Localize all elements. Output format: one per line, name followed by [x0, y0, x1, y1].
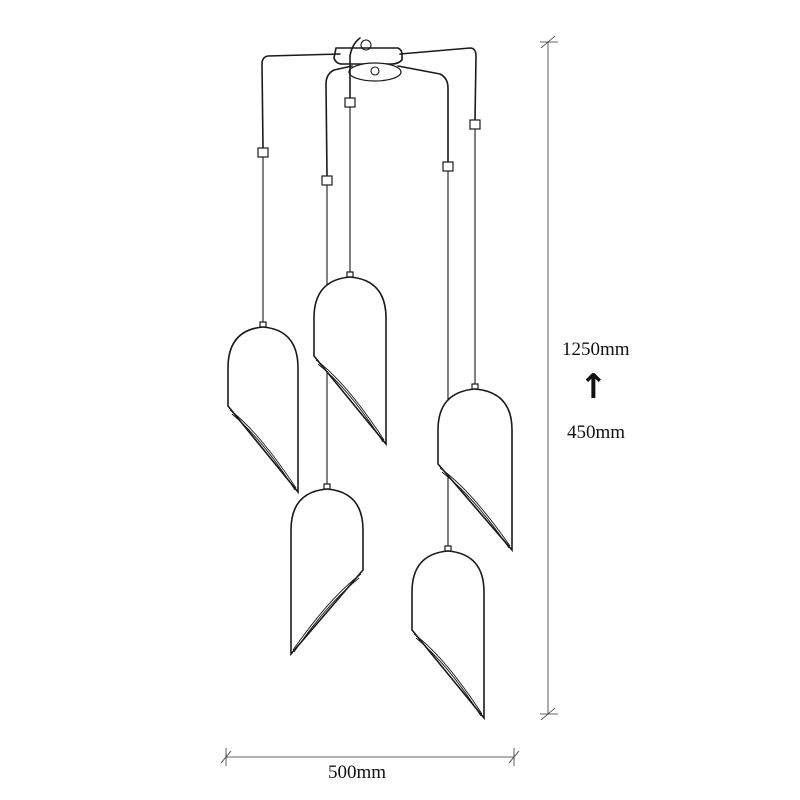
cable-clips — [257, 97, 481, 186]
height-max-label: 1250mm — [562, 339, 630, 360]
width-dimension-line — [220, 748, 520, 766]
pendant-shade-2 — [313, 271, 387, 447]
pendant-shade-1 — [227, 321, 299, 495]
width-label: 500mm — [328, 762, 387, 783]
lamp-arms — [261, 37, 477, 177]
up-arrow-icon: ↑ — [579, 367, 608, 407]
height-dimension-line — [540, 35, 558, 721]
pendant-shade-4 — [437, 383, 513, 553]
height-min-label: 450mm — [567, 422, 626, 443]
ceiling-canopy — [333, 39, 403, 82]
pendant-shade-5 — [411, 545, 485, 721]
pendant-shade-3 — [290, 483, 364, 657]
